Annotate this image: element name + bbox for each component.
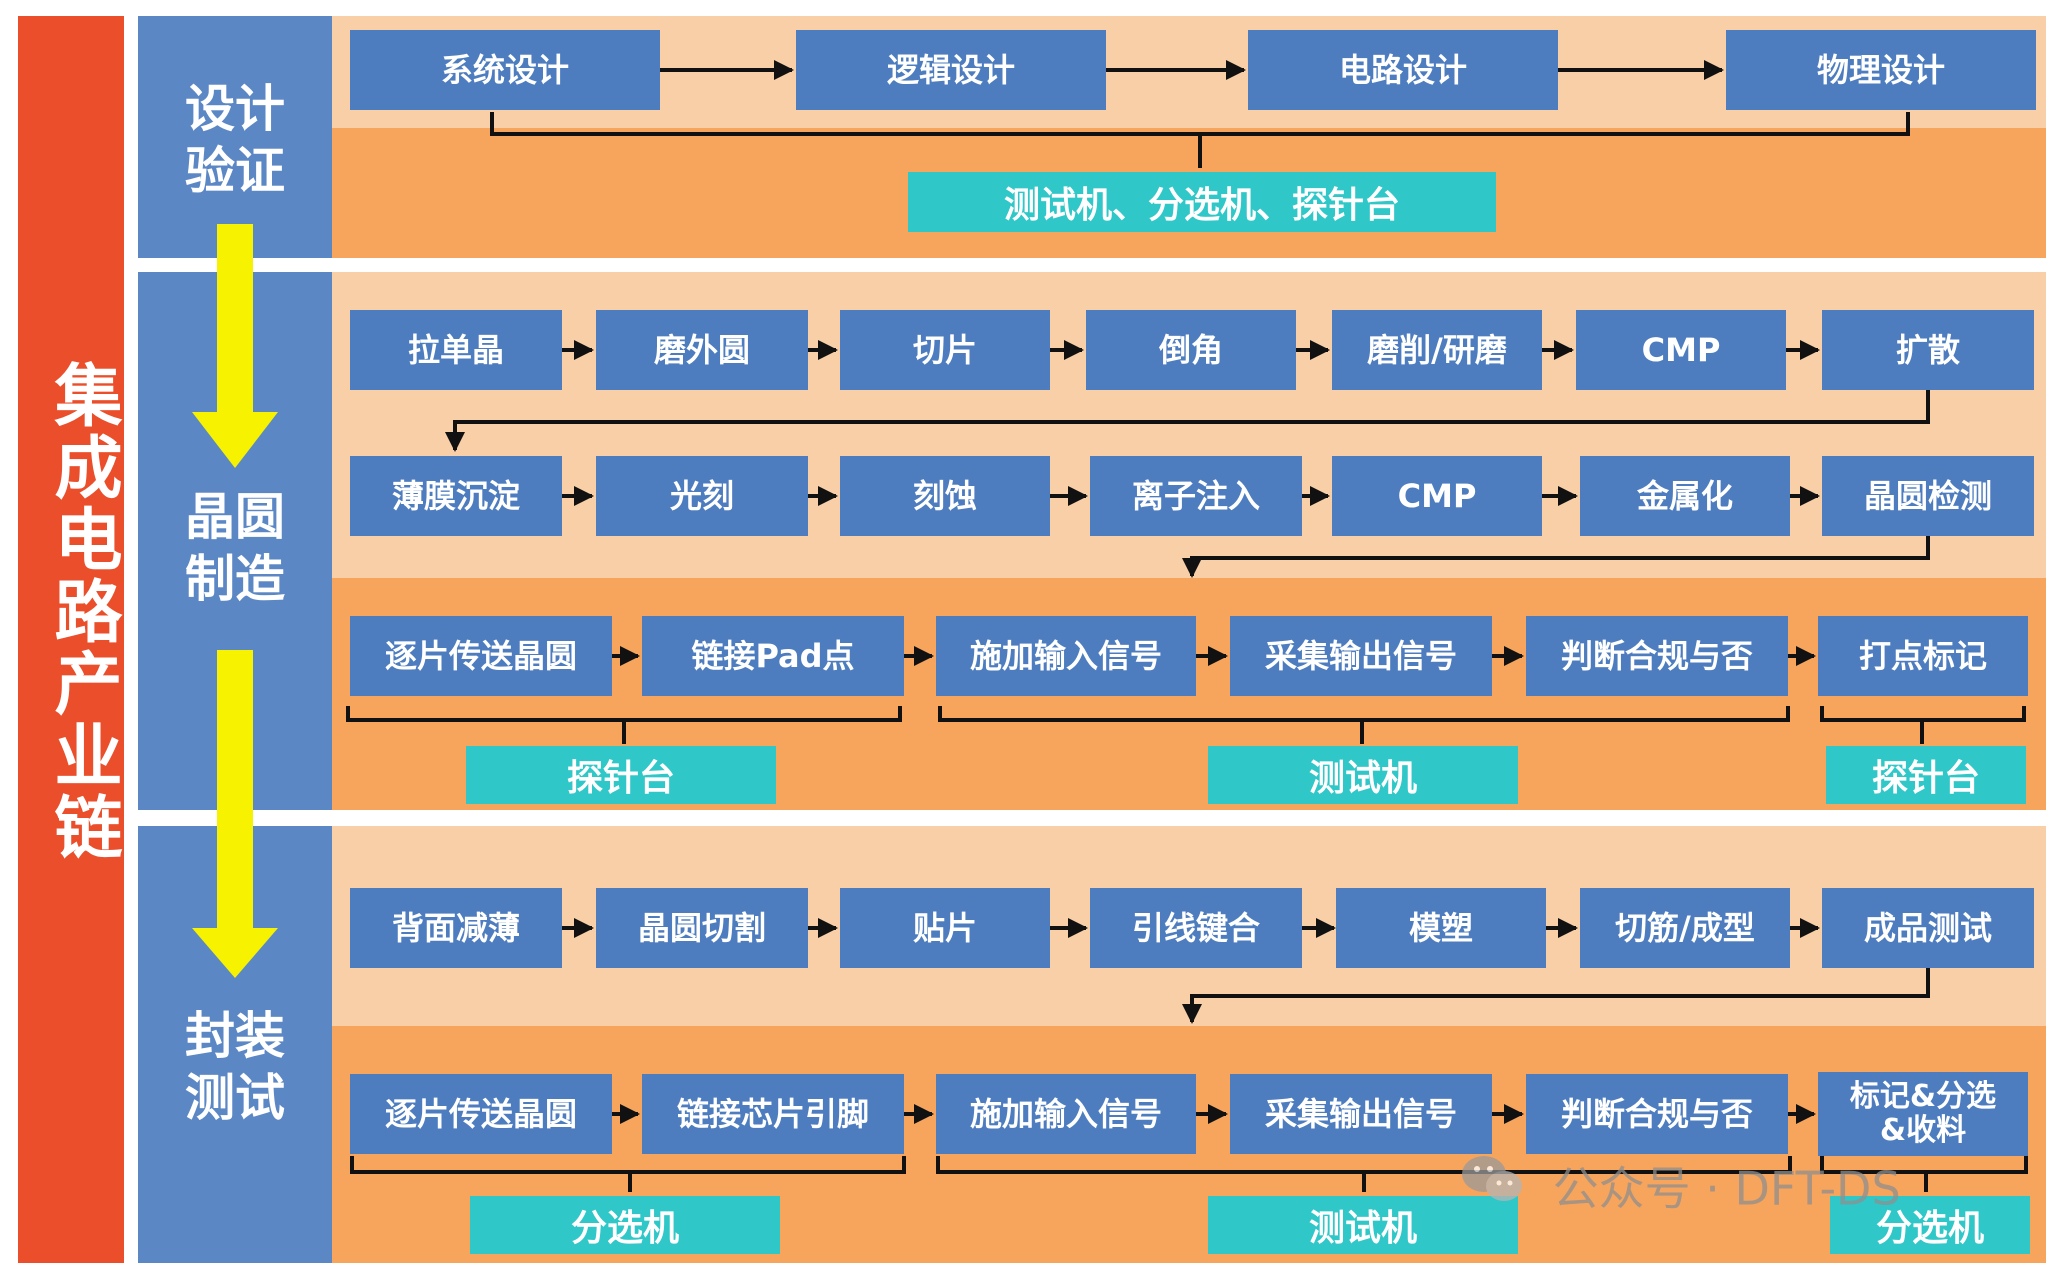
design-step-logic: 逻辑设计 (796, 30, 1106, 110)
stage-design-panel (138, 16, 332, 258)
stage-arrow-fab-to-package (192, 650, 278, 978)
fab-step-cmp-2: CMP (1332, 456, 1542, 536)
pkg-tool-tester: 测试机 (1208, 1196, 1518, 1254)
pkg-step-die-attach: 贴片 (840, 888, 1050, 968)
fab-step-metallization: 金属化 (1580, 456, 1790, 536)
pkg-test-collect-output: 采集输出信号 (1230, 1074, 1492, 1154)
pkg-test-mark-sort-collect: 标记&分选 &收料 (1818, 1072, 2028, 1156)
pkg-step-wafer-dicing: 晶圆切割 (596, 888, 808, 968)
stage-package-label-line1: 封装 (185, 1007, 285, 1065)
fab-test-wafer-transfer: 逐片传送晶圆 (350, 616, 612, 696)
industry-chain-column (18, 16, 124, 1263)
fab-step-lithography: 光刻 (596, 456, 808, 536)
fab-tool-prober-2: 探针台 (1826, 746, 2026, 804)
fab-step-wafer-inspection: 晶圆检测 (1822, 456, 2034, 536)
pkg-tool-handler-2: 分选机 (1830, 1196, 2030, 1254)
wechat-icon (1460, 1152, 1524, 1225)
fab-step-crystal-pulling: 拉单晶 (350, 310, 562, 390)
fab-step-cmp-1: CMP (1576, 310, 1786, 390)
fab-step-diffusion: 扩散 (1822, 310, 2034, 390)
fab-step-slicing: 切片 (840, 310, 1050, 390)
design-step-system: 系统设计 (350, 30, 660, 110)
fab-test-collect-output: 采集输出信号 (1230, 616, 1492, 696)
design-step-circuit: 电路设计 (1248, 30, 1558, 110)
pkg-test-pin-contact: 链接芯片引脚 (642, 1074, 904, 1154)
fab-test-apply-input: 施加输入信号 (936, 616, 1196, 696)
fab-step-etching: 刻蚀 (840, 456, 1050, 536)
pkg-step-wire-bonding: 引线键合 (1090, 888, 1302, 968)
fab-step-ion-implant: 离子注入 (1090, 456, 1302, 536)
fab-test-pad-contact: 链接Pad点 (642, 616, 904, 696)
pkg-tool-handler-1: 分选机 (470, 1196, 780, 1254)
stage-design-label-line1: 设计 (185, 80, 285, 138)
design-tools-label: 测试机、分选机、探针台 (908, 172, 1496, 232)
stage-design-label: 设计 验证 (138, 78, 332, 202)
stage-package-label-line2: 测试 (185, 1069, 285, 1127)
fab-test-ink-marking: 打点标记 (1818, 616, 2028, 696)
pkg-step-final-test: 成品测试 (1822, 888, 2034, 968)
fab-tool-tester: 测试机 (1208, 746, 1518, 804)
pkg-test-apply-input: 施加输入信号 (936, 1074, 1196, 1154)
watermark: 公众号 · DFT-DS (1460, 1150, 2020, 1220)
pkg-step-trim-form: 切筋/成型 (1580, 888, 1790, 968)
stage-package-label: 封装 测试 (138, 1005, 332, 1129)
pkg-step-molding: 模塑 (1336, 888, 1546, 968)
fab-test-judge-compliance: 判断合规与否 (1526, 616, 1788, 696)
fab-step-od-grinding: 磨外圆 (596, 310, 808, 390)
watermark-text: 公众号 · DFT-DS (1552, 1161, 1901, 1216)
stage-arrow-design-to-fab (192, 224, 278, 468)
industry-chain-title: 集成电路产业链 (42, 360, 121, 864)
fab-tool-prober-1: 探针台 (466, 746, 776, 804)
design-step-physical: 物理设计 (1726, 30, 2036, 110)
stage-fab-label-line2: 制造 (185, 550, 285, 608)
pkg-test-judge-compliance: 判断合规与否 (1526, 1074, 1788, 1154)
fab-step-grinding-lapping: 磨削/研磨 (1332, 310, 1542, 390)
pkg-test-wafer-transfer: 逐片传送晶圆 (350, 1074, 612, 1154)
fab-step-thin-film: 薄膜沉淀 (350, 456, 562, 536)
fab-step-chamfering: 倒角 (1086, 310, 1296, 390)
stage-design-label-line2: 验证 (185, 142, 285, 200)
stage-fab-label-line1: 晶圆 (185, 488, 285, 546)
pkg-step-back-thinning: 背面减薄 (350, 888, 562, 968)
stage-fab-label: 晶圆 制造 (138, 486, 332, 610)
